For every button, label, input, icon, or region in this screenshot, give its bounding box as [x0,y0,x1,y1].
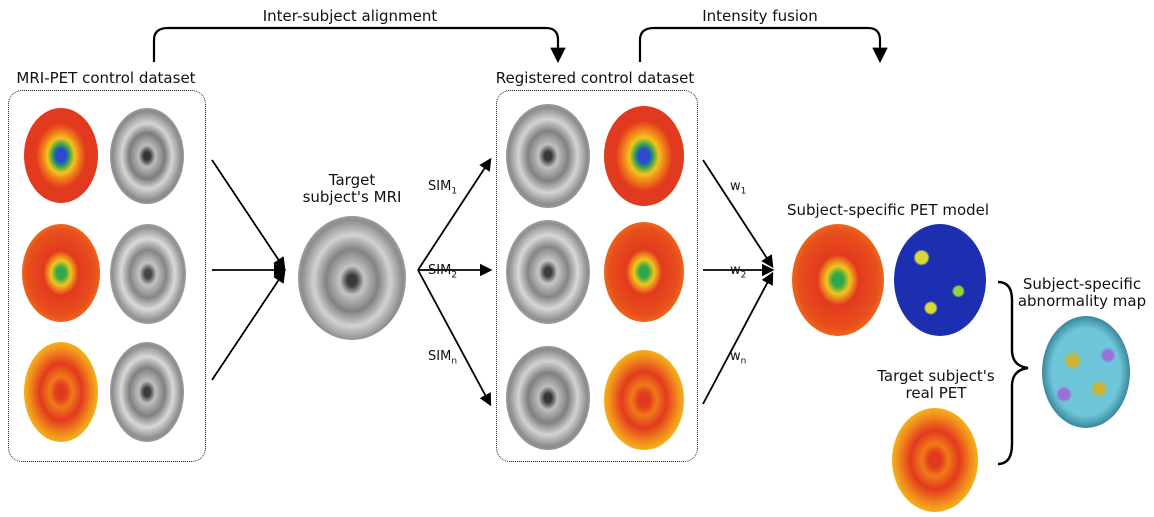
converge-line-1 [211,159,286,271]
sim-label-n-base: SIM [428,349,452,364]
registered-pet-scan-3 [604,350,684,450]
alignment-curve-arrow [152,26,566,64]
weight-label-1: w1 [730,178,760,201]
title-mri-pet-control-dataset: MRI-PET control dataset [16,69,196,87]
title-inter-subject-alignment: Inter-subject alignment [262,7,438,25]
pet-model-scan [792,224,884,336]
sim-label-1-base: SIM [428,179,452,194]
converge-line-3 [211,269,286,381]
weight-label-1-sub: 1 [740,186,747,197]
abnormality-map-label-line1: Subject-specific [1022,275,1142,293]
fusion-curve-arrow [638,26,888,64]
registered-mri-scan-2 [506,220,590,324]
registered-pet-scan-1 [604,106,684,206]
pet-model-difference-scan [894,224,986,336]
sim-label-2-base: SIM [428,263,452,278]
control-mri-scan-1 [110,108,184,204]
real-pet-label-line2: real PET [905,384,967,402]
target-mri-scan [298,216,406,340]
control-mri-scan-2 [110,224,186,324]
control-pet-scan-3 [24,342,98,442]
title-intensity-fusion: Intensity fusion [702,7,818,25]
title-registered-control-dataset: Registered control dataset [495,69,695,87]
real-pet-label: Target subject's real PET [866,368,1006,402]
abnormality-map-label-line2: abnormality map [1017,292,1147,310]
weight-label-2-base: w [730,263,741,278]
sim-label-1: SIM1 [428,178,468,201]
diverge-line-3 [417,269,492,407]
weight-label-2: w2 [730,262,760,285]
weight-label-1-base: w [730,179,741,194]
registered-dataset-box [496,90,698,462]
registered-mri-scan-3 [506,346,590,450]
weight-label-2-sub: 2 [740,270,747,281]
sim-label-2: SIM2 [428,262,468,285]
real-pet-scan [892,408,978,512]
weight-label-n-base: w [730,349,741,364]
fuse-line-1 [702,159,774,269]
diverge-line-1 [417,157,492,271]
weight-label-n: wn [730,348,760,371]
registered-pet-scan-2 [604,222,684,322]
sim-label-2-sub: 2 [451,270,458,281]
weight-label-n-sub: n [740,356,747,367]
target-mri-label-line1: Target [328,171,376,189]
control-pet-scan-1 [24,108,98,203]
target-mri-label-line2: subject's MRI [302,188,402,206]
combine-brace [997,280,1029,466]
sim-label-n: SIMn [428,348,468,371]
real-pet-label-line1: Target subject's [877,367,995,385]
pet-model-label: Subject-specific PET model [786,201,990,219]
registered-mri-scan-1 [506,104,590,208]
control-mri-scan-3 [110,342,184,442]
target-mri-label: Target subject's MRI [292,172,412,206]
control-pet-scan-2 [22,224,100,322]
abnormality-map-label: Subject-specific abnormality map [1010,276,1154,310]
fuse-line-3 [702,271,774,405]
sim-label-1-sub: 1 [451,186,458,197]
sim-label-n-sub: n [451,356,458,367]
abnormality-map-scan [1042,316,1130,428]
control-dataset-box [8,90,206,462]
